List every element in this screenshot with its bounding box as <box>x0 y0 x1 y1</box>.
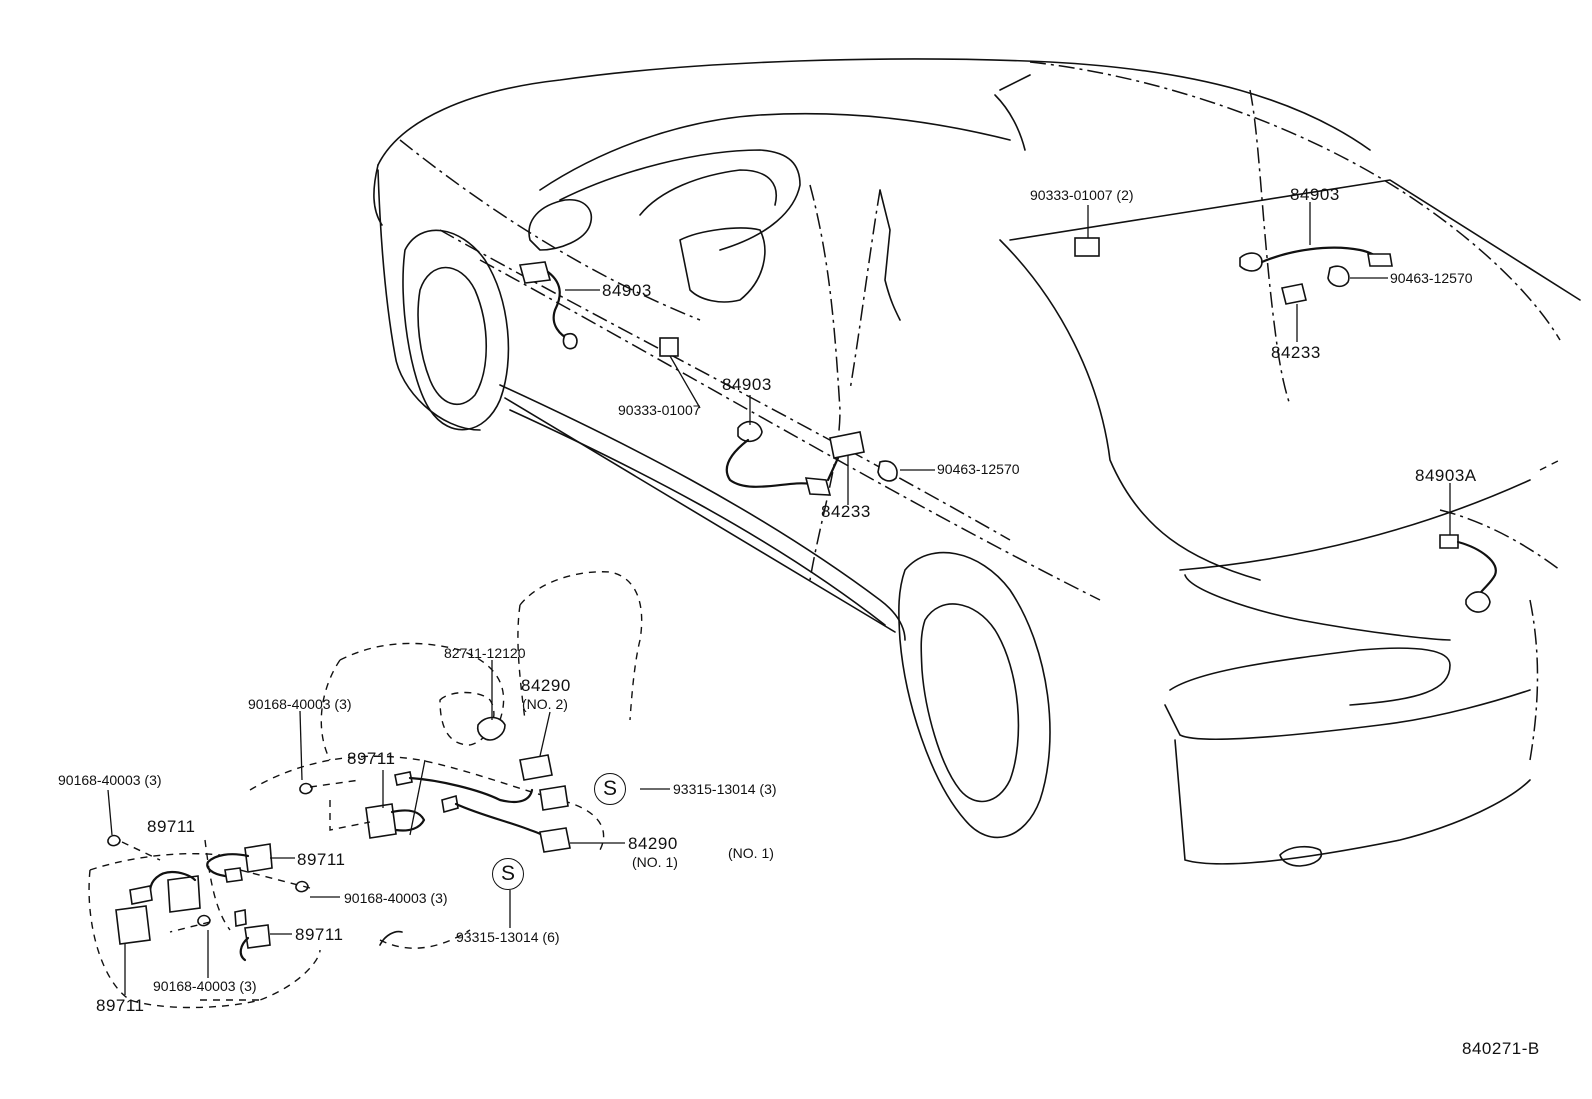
diagram-id: 840271-B <box>1462 1039 1540 1058</box>
callout-84233-door: 84233 <box>821 502 871 521</box>
leader-lines <box>107 202 1451 995</box>
s-symbol-lower: S <box>492 858 524 890</box>
callout-90168-b: 90168-40003 (3) <box>58 772 162 788</box>
callout-90463-door: 90463-12570 <box>937 461 1020 477</box>
callout-90168-c: 90168-40003 (3) <box>344 890 448 906</box>
car-components <box>518 237 1497 613</box>
callout-84290-no2: 84290 <box>521 676 571 695</box>
seat-assembly <box>88 571 643 1009</box>
callout-90463-rear: 90463-12570 <box>1390 270 1473 286</box>
callout-84903A: 84903A <box>1415 466 1477 485</box>
callout-89711-a: 89711 <box>347 749 396 768</box>
callout-84290-no2-note: (NO. 2) <box>522 696 568 712</box>
car-body-outline <box>373 58 1581 867</box>
callout-84903-door: 84903 <box>722 375 772 394</box>
callout-89711-b: 89711 <box>147 817 196 836</box>
callout-90168-d: 90168-40003 (3) <box>153 978 257 994</box>
callout-89711-d: 89711 <box>295 925 344 944</box>
callout-89711-e: 89711 <box>96 996 145 1015</box>
callout-84903-rear: 84903 <box>1290 185 1340 204</box>
callout-84290-no1-note: (NO. 1) <box>632 854 678 870</box>
callout-93315-b: 93315-13014 (6) <box>456 929 560 945</box>
callout-90333-front: 90333-01007 <box>618 402 701 418</box>
s-symbol-upper: S <box>594 773 626 805</box>
callout-84903-front: 84903 <box>602 281 652 300</box>
callout-90333-rear: 90333-01007 (2) <box>1030 187 1134 203</box>
callout-no1: (NO. 1) <box>728 845 774 861</box>
callout-89711-c: 89711 <box>297 850 346 869</box>
callout-84233-rear: 84233 <box>1271 343 1321 362</box>
callout-90168-a: 90168-40003 (3) <box>248 696 352 712</box>
callout-84290-no1: 84290 <box>628 834 678 853</box>
callout-93315-a: 93315-13014 (3) <box>673 781 777 797</box>
callout-82711: 82711-12120 <box>444 645 526 661</box>
